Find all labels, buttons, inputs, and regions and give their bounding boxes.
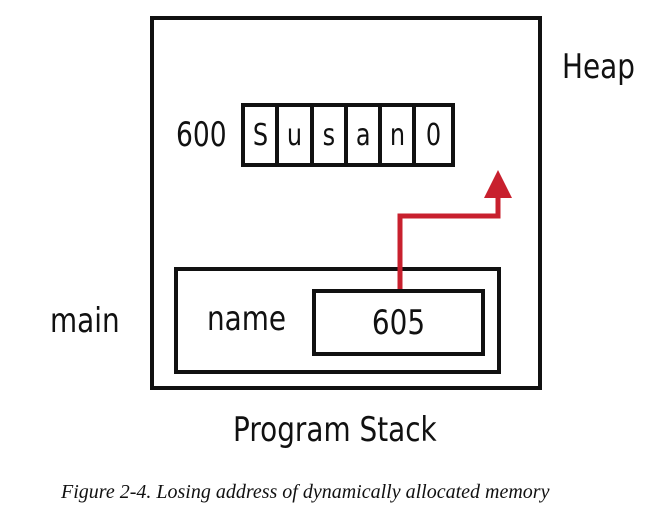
variable-name-label: name [207, 299, 287, 339]
variable-value-box: 605 [312, 289, 485, 356]
main-frame-label: main [50, 301, 120, 341]
heap-label: Heap [562, 47, 635, 87]
heap-char-cell: s [314, 107, 348, 163]
heap-char-cell-terminator: 0 [425, 117, 442, 153]
pointer-arrow-line [397, 196, 501, 289]
heap-char-array: S u s a n 0 [241, 103, 455, 167]
heap-address-label: 600 [176, 115, 227, 155]
main-stack-frame [174, 267, 501, 374]
heap-char-cell: u [279, 107, 314, 163]
pointer-arrow-head [484, 170, 512, 198]
heap-char-cell: S [245, 107, 280, 163]
program-memory-box [150, 16, 542, 390]
program-stack-label: Program Stack [233, 410, 437, 450]
figure-caption: Figure 2-4. Losing address of dynamicall… [61, 481, 550, 503]
heap-char-cell: n [382, 107, 417, 163]
heap-char-cell: a [348, 107, 383, 163]
variable-value: 605 [371, 302, 426, 343]
